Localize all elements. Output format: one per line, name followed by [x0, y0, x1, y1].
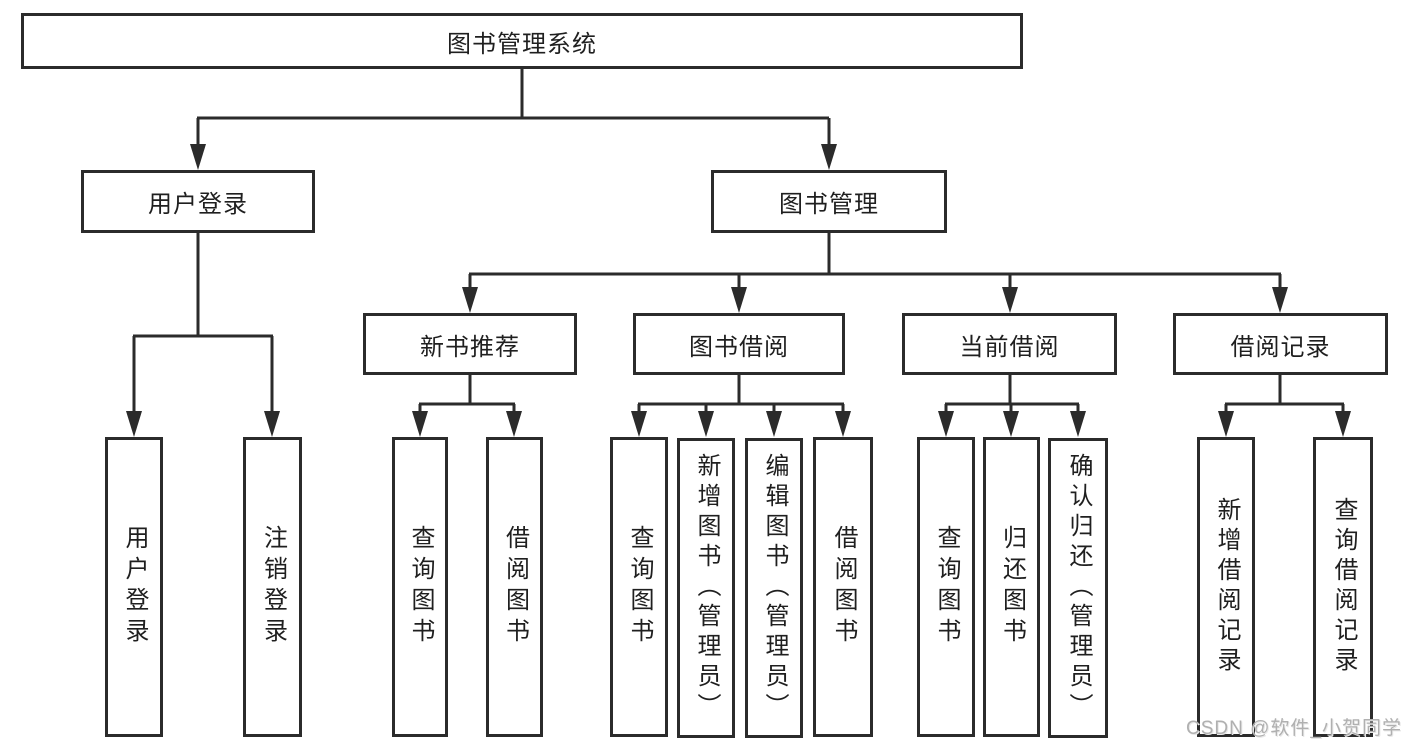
connector-lines [132, 69, 1345, 413]
arrowhead [264, 411, 280, 437]
leaf-edit-books-admin: 编辑图书（管理员） [745, 438, 803, 738]
leaf-borrow-books: 借阅图书 [813, 437, 873, 737]
node-current-borrow: 当前借阅 [902, 313, 1117, 375]
arrowhead [835, 411, 851, 437]
arrowhead [766, 411, 782, 437]
arrowhead [506, 411, 522, 437]
node-user-login: 用户登录 [81, 170, 315, 233]
arrowhead [462, 287, 478, 313]
arrowhead [698, 411, 714, 437]
arrowhead [631, 411, 647, 437]
arrowhead [938, 411, 954, 437]
arrowhead [190, 144, 206, 170]
leaf-query-books-borrow: 查询图书 [610, 437, 668, 737]
arrowhead [1218, 411, 1234, 437]
leaf-confirm-return-admin: 确认归还（管理员） [1048, 438, 1108, 738]
arrowhead [731, 287, 747, 313]
node-new-book-recommend: 新书推荐 [363, 313, 577, 375]
arrowhead [1070, 411, 1086, 437]
leaf-query-books-recommend: 查询图书 [392, 437, 448, 737]
leaf-add-books-admin: 新增图书（管理员） [677, 438, 735, 738]
node-book-borrow: 图书借阅 [633, 313, 845, 375]
arrowheads [126, 144, 1351, 437]
leaf-add-borrow-record: 新增借阅记录 [1197, 437, 1255, 737]
leaf-return-books: 归还图书 [983, 437, 1040, 737]
arrowhead [1002, 287, 1018, 313]
arrowhead [1335, 411, 1351, 437]
leaf-logout: 注销登录 [243, 437, 302, 737]
arrowhead [821, 144, 837, 170]
leaf-query-borrow-record: 查询借阅记录 [1313, 437, 1373, 737]
leaf-borrow-books-recommend: 借阅图书 [486, 437, 543, 737]
leaf-query-books-current: 查询图书 [917, 437, 975, 737]
node-book-management: 图书管理 [711, 170, 947, 233]
arrowhead [126, 411, 142, 437]
arrowhead [412, 411, 428, 437]
arrowhead [1272, 287, 1288, 313]
node-borrow-records: 借阅记录 [1173, 313, 1388, 375]
node-root-system: 图书管理系统 [21, 13, 1023, 69]
leaf-user-login: 用户登录 [105, 437, 163, 737]
arrowhead [1003, 411, 1019, 437]
csdn-watermark: CSDN @软件_小贺同学 [1186, 718, 1402, 739]
